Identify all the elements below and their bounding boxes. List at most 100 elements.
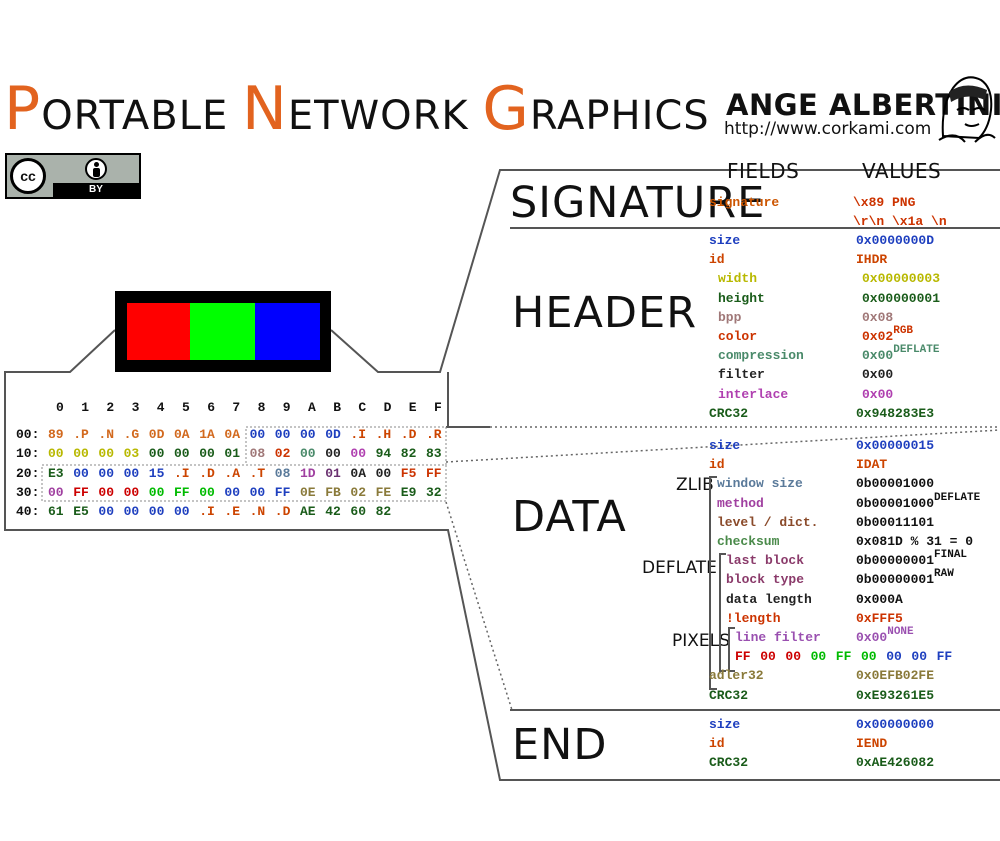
field-label: level / dict. — [717, 514, 819, 530]
deflate-label: DEFLATE — [642, 558, 717, 578]
hex-byte: FF — [274, 484, 291, 500]
hex-byte: 0D — [148, 427, 165, 442]
pixel-byte: 00 — [785, 649, 801, 665]
hex-column-header: F — [434, 400, 442, 415]
by-label: BY — [53, 183, 139, 197]
hex-byte: 08 — [249, 446, 266, 462]
field-value: 0x00000001 — [862, 290, 941, 306]
attribution-person-icon — [85, 158, 107, 180]
value-annotation: NONE — [887, 626, 914, 638]
hex-column-header: 5 — [182, 400, 190, 415]
hex-byte: AE — [300, 504, 316, 520]
hex-byte: 00 — [249, 484, 266, 500]
hex-column-header: 6 — [207, 400, 215, 415]
field-label: interlace — [718, 386, 789, 402]
hex-byte: 00 — [48, 446, 64, 462]
hex-byte: .T — [249, 465, 266, 481]
hex-byte: .A — [224, 465, 240, 481]
hex-byte: 00 — [123, 484, 140, 500]
hex-column-header: B — [333, 400, 341, 415]
field-value: 0xAE426082 — [856, 755, 935, 771]
field-value: IDAT — [856, 457, 888, 473]
field-value: 0b00011101 — [856, 514, 935, 530]
hex-byte: 0A — [174, 427, 190, 442]
title-g: G — [482, 74, 530, 144]
zlib-bracket — [709, 476, 717, 690]
hex-byte: .D — [199, 465, 215, 481]
field-label: data length — [726, 591, 812, 607]
field-value: 0x00 — [862, 367, 894, 383]
hex-byte: .D — [274, 504, 291, 520]
hex-byte: .G — [123, 427, 140, 442]
hex-byte: 0A — [224, 427, 240, 442]
hex-byte: FF — [73, 484, 89, 500]
hex-byte: 82 — [400, 446, 417, 462]
hex-byte: 00 — [174, 446, 190, 462]
section-end: END — [512, 720, 608, 770]
hex-byte: 1A — [199, 427, 215, 442]
values-header: VALUES — [862, 159, 942, 183]
hex-byte: E9 — [400, 484, 417, 500]
page-title: PORTABLE NETWORK GRAPHICS — [4, 74, 710, 144]
hex-byte: .H — [375, 427, 392, 442]
value-annotation: FINAL — [934, 549, 968, 562]
field-value: 0xE93261E5 — [856, 687, 935, 703]
hex-byte: 00 — [98, 446, 114, 462]
field-value: 0x00000000 — [856, 717, 935, 732]
field-value: IEND — [856, 736, 888, 752]
hex-row-offset: 00: — [16, 427, 40, 442]
hex-byte: F5 — [400, 465, 417, 481]
hex-byte: .I — [199, 504, 215, 520]
hex-byte: 94 — [375, 446, 392, 462]
field-value: 0x00000015 — [856, 438, 935, 453]
hex-column-header: 0 — [56, 400, 64, 415]
pixel-byte: 00 — [861, 649, 877, 665]
hex-byte: .I — [350, 427, 366, 442]
hex-byte: 0E — [300, 484, 316, 500]
hex-byte: .I — [174, 465, 190, 481]
title-network: ETWORK — [287, 93, 483, 139]
fields-header: FIELDS — [727, 159, 800, 183]
hex-column-header: 2 — [106, 400, 115, 415]
hex-byte: 83 — [426, 446, 442, 462]
field-label: last block — [726, 553, 805, 569]
field-label: size — [709, 438, 741, 453]
deflate-bracket — [719, 553, 726, 672]
hex-byte: FF — [174, 484, 190, 500]
hex-byte: 00 — [350, 446, 366, 462]
hex-byte: 01 — [325, 465, 341, 481]
field-label: height — [718, 290, 765, 306]
field-value: 0x08 — [862, 309, 894, 325]
field-value: 0x00 — [862, 386, 894, 402]
pixel-byte: FF — [936, 649, 953, 665]
hex-byte: 02 — [350, 484, 366, 500]
author-url[interactable]: http://www.corkami.com — [724, 119, 932, 139]
field-label: checksum — [717, 534, 780, 549]
cc-by-license-badge[interactable]: cc BY — [5, 153, 141, 199]
hex-byte: 00 — [98, 504, 114, 520]
hex-byte: .N — [98, 427, 114, 442]
idat-chunk-box — [41, 464, 447, 502]
field-value: 0b00000001FINAL — [856, 549, 968, 569]
field-label: color — [718, 329, 758, 344]
hex-byte: 00 — [73, 446, 89, 462]
hex-row-offset: 20: — [16, 465, 40, 481]
hex-byte: E3 — [48, 465, 64, 481]
hex-byte: 00 — [300, 427, 316, 442]
hex-byte: FE — [375, 484, 392, 500]
hex-row-offset: 40: — [16, 504, 40, 520]
hex-byte: 32 — [426, 484, 442, 500]
field-value: IHDR — [856, 252, 888, 268]
field-label: id — [709, 457, 725, 473]
field-label: size — [709, 233, 741, 248]
hex-byte: 0A — [350, 465, 366, 481]
hex-byte: 1D — [300, 465, 316, 481]
title-portable: ORTABLE — [41, 93, 242, 139]
hex-byte: 02 — [274, 446, 291, 462]
hex-byte: 00 — [98, 465, 114, 481]
hex-byte: 00 — [249, 427, 266, 442]
hex-byte: 00 — [274, 427, 291, 442]
field-value: 0x00DEFLATE — [862, 344, 940, 364]
field-value: 0x0000000D — [856, 233, 935, 248]
